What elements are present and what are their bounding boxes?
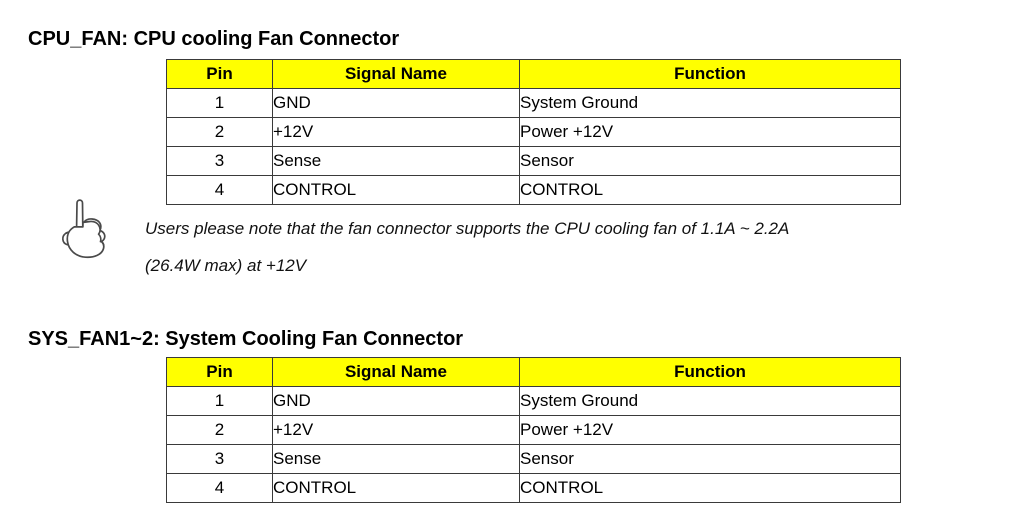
cell-pin: 1 (166, 88, 273, 118)
cell-function: Power +12V (519, 117, 901, 147)
cell-signal: GND (272, 386, 520, 416)
table-header-row: Pin Signal Name Function (166, 59, 901, 89)
column-header-signal-name: Signal Name (272, 59, 520, 89)
cell-function: System Ground (519, 88, 901, 118)
column-header-signal-name: Signal Name (272, 357, 520, 387)
cell-signal: CONTROL (272, 473, 520, 503)
cell-signal: GND (272, 88, 520, 118)
column-header-function: Function (519, 59, 901, 89)
cell-function: CONTROL (519, 473, 901, 503)
cell-function: Sensor (519, 444, 901, 474)
cell-signal: +12V (272, 117, 520, 147)
table-row: 4 CONTROL CONTROL (166, 473, 901, 503)
column-header-pin: Pin (166, 59, 273, 89)
cell-function: System Ground (519, 386, 901, 416)
cpu-fan-note: Users please note that the fan connector… (56, 196, 956, 291)
cell-pin: 2 (166, 415, 273, 445)
cpu-fan-pin-table: Pin Signal Name Function 1 GND System Gr… (166, 59, 901, 205)
cell-pin: 2 (166, 117, 273, 147)
table-row: 2 +12V Power +12V (166, 117, 901, 147)
note-line-1: Users please note that the fan connector… (145, 219, 790, 238)
cell-function: CONTROL (519, 175, 901, 205)
pointing-hand-icon (56, 196, 128, 262)
cpu-fan-note-text: Users please note that the fan connector… (145, 210, 955, 284)
column-header-pin: Pin (166, 357, 273, 387)
table-row: 3 Sense Sensor (166, 146, 901, 176)
table-row: 2 +12V Power +12V (166, 415, 901, 445)
cell-signal: +12V (272, 415, 520, 445)
table-row: 3 Sense Sensor (166, 444, 901, 474)
cell-signal: Sense (272, 444, 520, 474)
table-row: 4 CONTROL CONTROL (166, 175, 901, 205)
table-header-row: Pin Signal Name Function (166, 357, 901, 387)
note-line-2: (26.4W max) at +12V (145, 256, 307, 275)
table-row: 1 GND System Ground (166, 386, 901, 416)
cell-pin: 4 (166, 175, 273, 205)
table-row: 1 GND System Ground (166, 88, 901, 118)
sys-fan-pin-table: Pin Signal Name Function 1 GND System Gr… (166, 357, 901, 503)
section-heading-sys-fan: SYS_FAN1~2: System Cooling Fan Connector (28, 328, 464, 350)
cell-function: Sensor (519, 146, 901, 176)
cell-pin: 4 (166, 473, 273, 503)
cell-signal: Sense (272, 146, 520, 176)
cell-pin: 1 (166, 386, 273, 416)
cell-function: Power +12V (519, 415, 901, 445)
column-header-function: Function (519, 357, 901, 387)
cell-pin: 3 (166, 444, 273, 474)
section-heading-cpu-fan: CPU_FAN: CPU cooling Fan Connector (28, 28, 400, 50)
cell-pin: 3 (166, 146, 273, 176)
